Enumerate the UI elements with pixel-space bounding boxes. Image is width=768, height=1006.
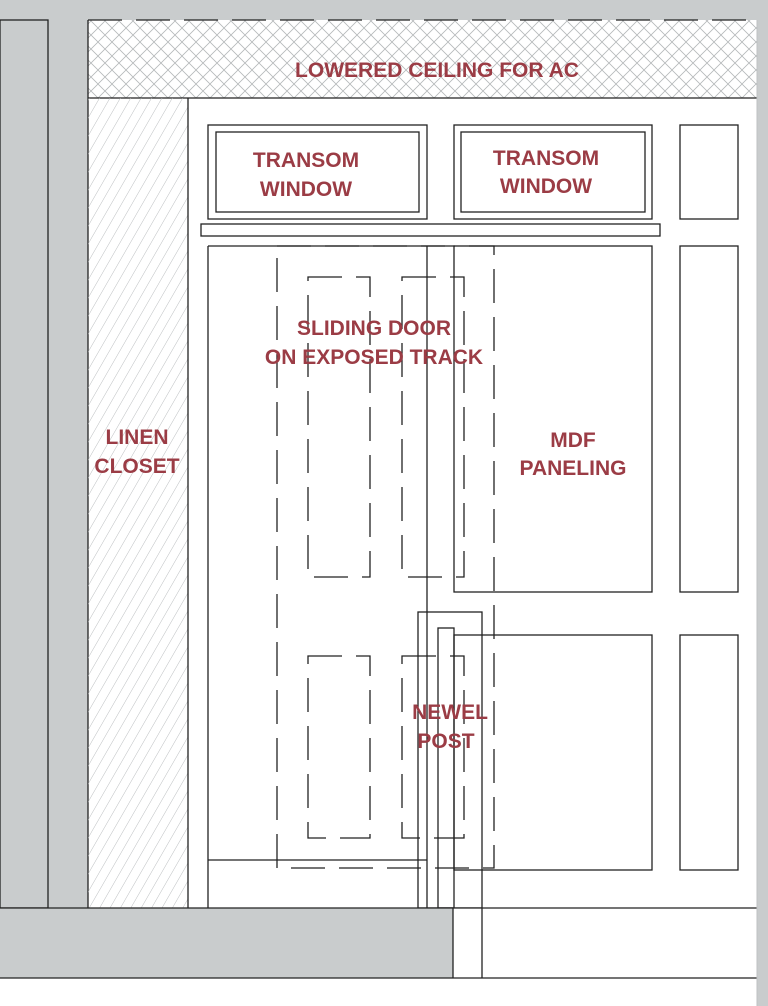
lower-floor: [0, 978, 757, 1006]
label-sliding-door-line1: SLIDING DOOR: [297, 317, 451, 340]
right-panel-lower: [679, 634, 739, 871]
label-newel-line2: POST: [417, 730, 474, 753]
transom-window-2-glass: [460, 131, 646, 213]
transom-window-2-frame: [453, 124, 653, 220]
label-mdf-line1: MDF: [550, 429, 596, 452]
sliding-door-panel: [401, 655, 465, 839]
lowered-ceiling: [88, 20, 757, 98]
label-linen-closet-line2: CLOSET: [94, 455, 179, 478]
sliding-door-panel: [307, 655, 371, 839]
right-panel-upper: [679, 245, 739, 593]
transom-window-1-frame: [207, 124, 428, 220]
label-transom-1-line2: WINDOW: [260, 178, 352, 201]
sliding-door-outline: [276, 245, 495, 869]
label-transom-2-line1: TRANSOM: [493, 147, 599, 170]
stair-base: [453, 908, 757, 978]
label-mdf-line2: PANELING: [520, 457, 627, 480]
label-lowered-ceiling: LOWERED CEILING FOR AC: [295, 59, 579, 82]
mdf-panel-upper: [453, 245, 653, 593]
label-linen-closet-line1: LINEN: [106, 426, 169, 449]
label-transom-2-line2: WINDOW: [500, 175, 592, 198]
door-track-rail: [200, 223, 661, 237]
label-newel-line1: NEWEL: [412, 701, 488, 724]
transom-window-1-glass: [215, 131, 420, 213]
sliding-door-panel: [307, 276, 371, 578]
upper-right-panel: [679, 124, 739, 220]
linen-closet: [88, 98, 188, 908]
sliding-door-panel: [401, 276, 465, 578]
label-transom-1-line1: TRANSOM: [253, 149, 359, 172]
label-sliding-door-line2: ON EXPOSED TRACK: [265, 346, 483, 369]
floor-slab: [0, 908, 453, 978]
